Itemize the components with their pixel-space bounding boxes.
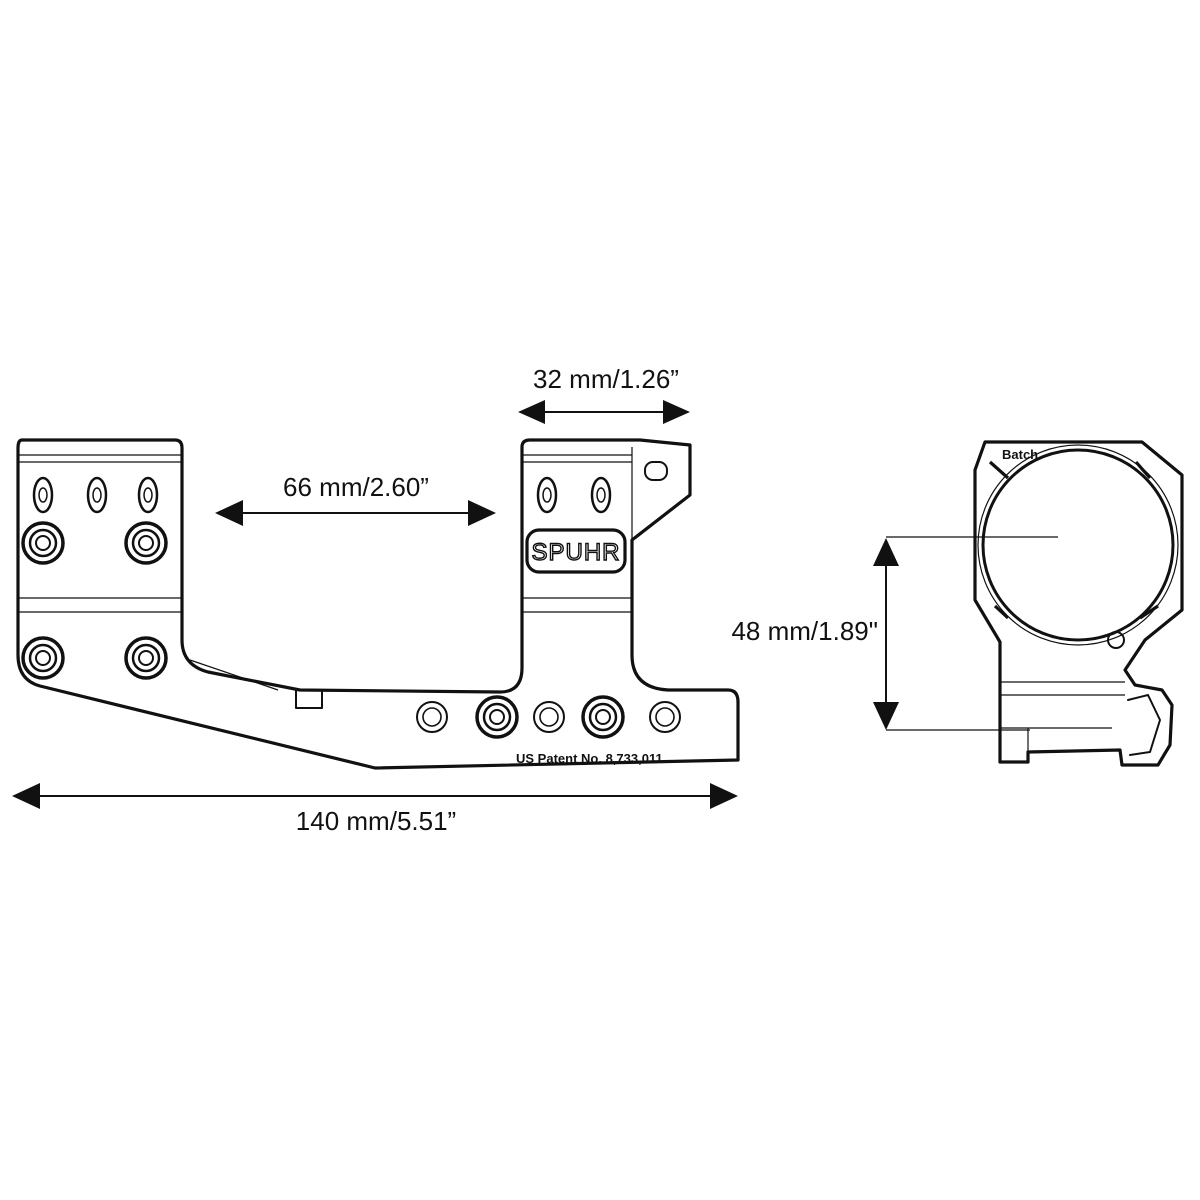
screw-icon <box>581 695 625 739</box>
batch-label: Batch <box>1002 447 1038 462</box>
brand-logo: SPUHR <box>525 528 627 574</box>
svg-text:140 mm/5.51”: 140 mm/5.51” <box>296 806 456 836</box>
mount-outline <box>16 438 740 770</box>
svg-text:SPUHR: SPUHR <box>531 539 620 566</box>
svg-text:66 mm/2.60”: 66 mm/2.60” <box>283 472 429 502</box>
screw-icon <box>21 636 65 680</box>
hole-icon <box>416 701 448 733</box>
screw-icon <box>21 521 65 565</box>
hole-icon <box>649 701 681 733</box>
dimension-center-height: 48 mm/1.89" <box>731 538 899 730</box>
slot-icon <box>137 476 159 514</box>
slot-icon <box>86 476 108 514</box>
slot-icon <box>536 476 558 514</box>
svg-text:48 mm/1.89": 48 mm/1.89" <box>731 616 878 646</box>
patent-label: US Patent No. 8,733,011 <box>516 751 663 766</box>
mount-front-view: Batch <box>886 440 1184 767</box>
hole-icon <box>533 701 565 733</box>
slot-icon <box>32 476 54 514</box>
mount-side-view: SPUHR US Patent No. 8,733,011 <box>16 438 740 770</box>
ring-outline <box>973 440 1184 767</box>
screw-icon <box>124 521 168 565</box>
dimension-ring-width: 32 mm/1.26” <box>518 364 690 424</box>
svg-text:32 mm/1.26”: 32 mm/1.26” <box>533 364 679 394</box>
screw-icon <box>475 695 519 739</box>
lever-pivot <box>1107 631 1125 649</box>
slot-icon <box>590 476 612 514</box>
dimension-total-length: 140 mm/5.51” <box>12 783 738 836</box>
lever-window <box>644 461 668 481</box>
scope-tube <box>981 448 1175 642</box>
screw-icon <box>124 636 168 680</box>
recoil-lug <box>295 689 323 709</box>
dimension-ring-spacing: 66 mm/2.60” <box>215 472 496 526</box>
